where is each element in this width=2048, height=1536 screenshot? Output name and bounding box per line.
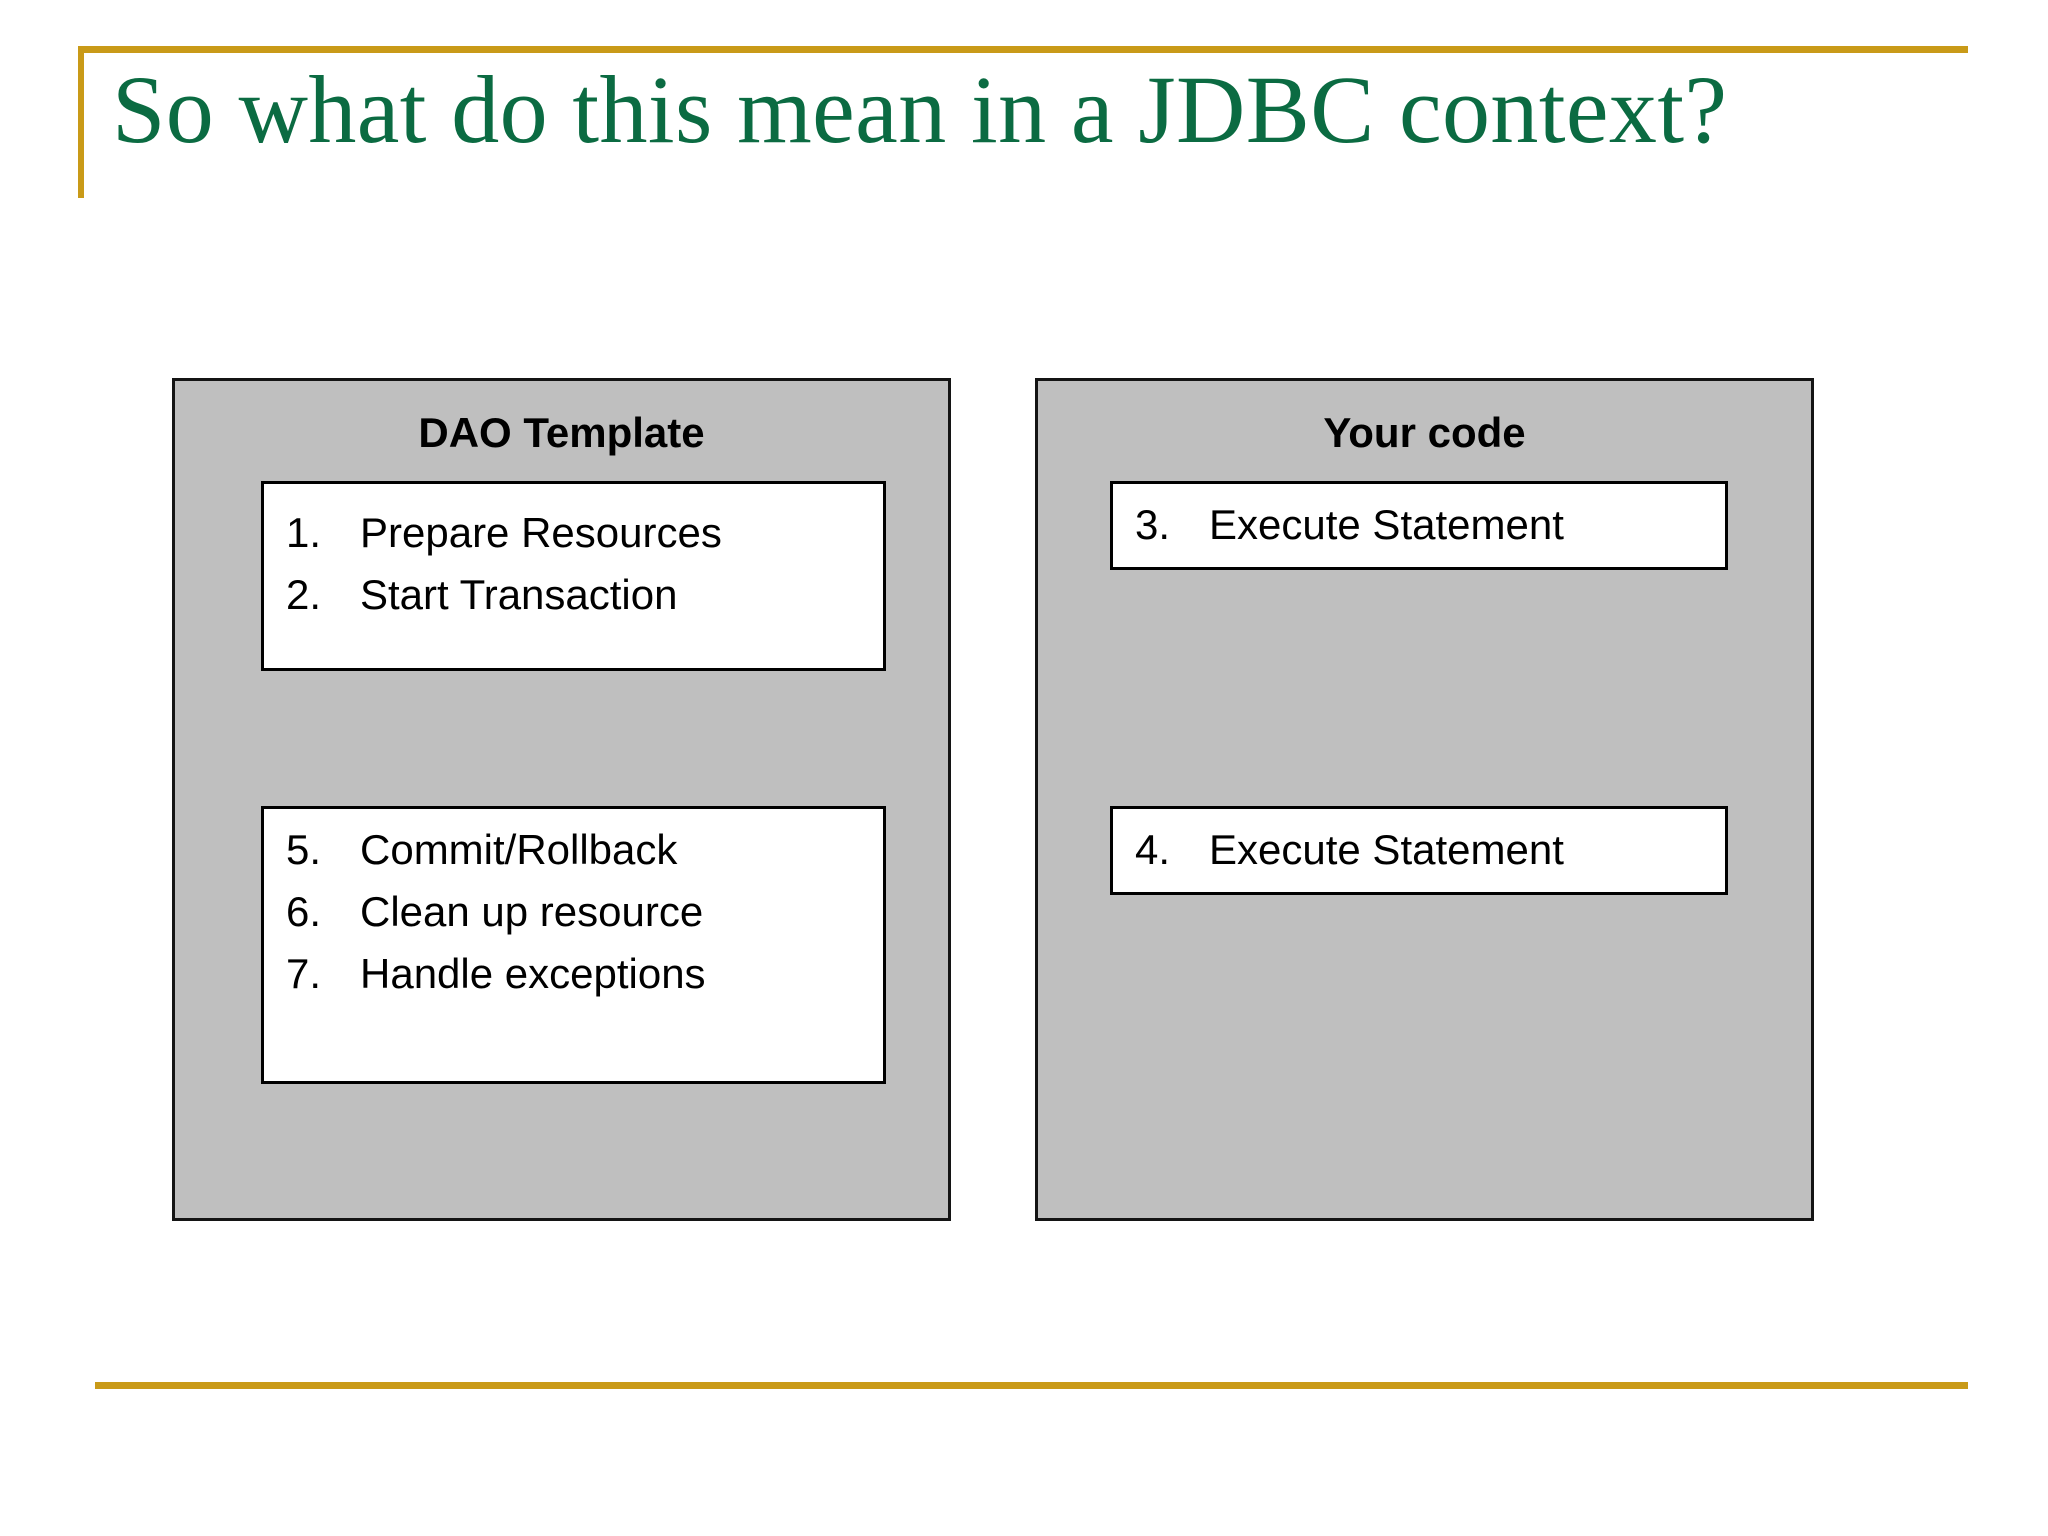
your-code-steps-box-upper: 3. Execute Statement — [1110, 481, 1728, 570]
step-number: 5. — [286, 826, 322, 873]
panel-dao-template-title: DAO Template — [418, 409, 705, 456]
your-code-steps-list-upper: 3. Execute Statement — [1113, 484, 1725, 556]
step-label: Commit/Rollback — [360, 826, 678, 873]
list-item: 5. Commit/Rollback — [264, 819, 883, 881]
list-item: 2. Start Transaction — [264, 564, 883, 626]
step-number: 6. — [286, 888, 322, 936]
list-item: 4. Execute Statement — [1113, 819, 1725, 881]
your-code-steps-box-lower: 4. Execute Statement — [1110, 806, 1728, 895]
your-code-steps-list-lower: 4. Execute Statement — [1113, 809, 1725, 881]
step-label: Prepare Resources — [360, 509, 722, 556]
list-item: 1. Prepare Resources — [264, 502, 883, 564]
dao-steps-list-lower: 5. Commit/Rollback 6. Clean up resource … — [264, 809, 883, 1005]
list-item: 3. Execute Statement — [1113, 494, 1725, 556]
step-number: 7. — [286, 950, 322, 998]
step-label: Execute Statement — [1209, 501, 1564, 548]
list-item: 6. Clean up resource — [264, 881, 883, 943]
panel-your-code: Your code 3. Execute Statement 4. Execut… — [1035, 378, 1814, 1221]
step-label: Execute Statement — [1209, 826, 1564, 873]
list-item: 7. Handle exceptions — [264, 943, 883, 1005]
step-label: Handle exceptions — [360, 950, 706, 998]
bottom-gold-rule — [95, 1382, 1968, 1389]
top-gold-rule — [78, 46, 1968, 53]
page-title: So what do this mean in a JDBC context? — [112, 56, 1728, 163]
dao-steps-list-upper: 1. Prepare Resources 2. Start Transactio… — [264, 484, 883, 626]
dao-steps-box-lower: 5. Commit/Rollback 6. Clean up resource … — [261, 806, 886, 1084]
panel-your-code-title: Your code — [1323, 409, 1526, 456]
step-number: 4. — [1135, 826, 1171, 873]
dao-steps-box-upper: 1. Prepare Resources 2. Start Transactio… — [261, 481, 886, 671]
left-gold-rule — [78, 46, 84, 198]
step-number: 2. — [286, 571, 322, 619]
step-number: 3. — [1135, 501, 1171, 548]
step-label: Start Transaction — [360, 571, 678, 619]
panel-dao-template: DAO Template 1. Prepare Resources 2. Sta… — [172, 378, 951, 1221]
step-number: 1. — [286, 509, 322, 556]
step-label: Clean up resource — [360, 888, 704, 936]
